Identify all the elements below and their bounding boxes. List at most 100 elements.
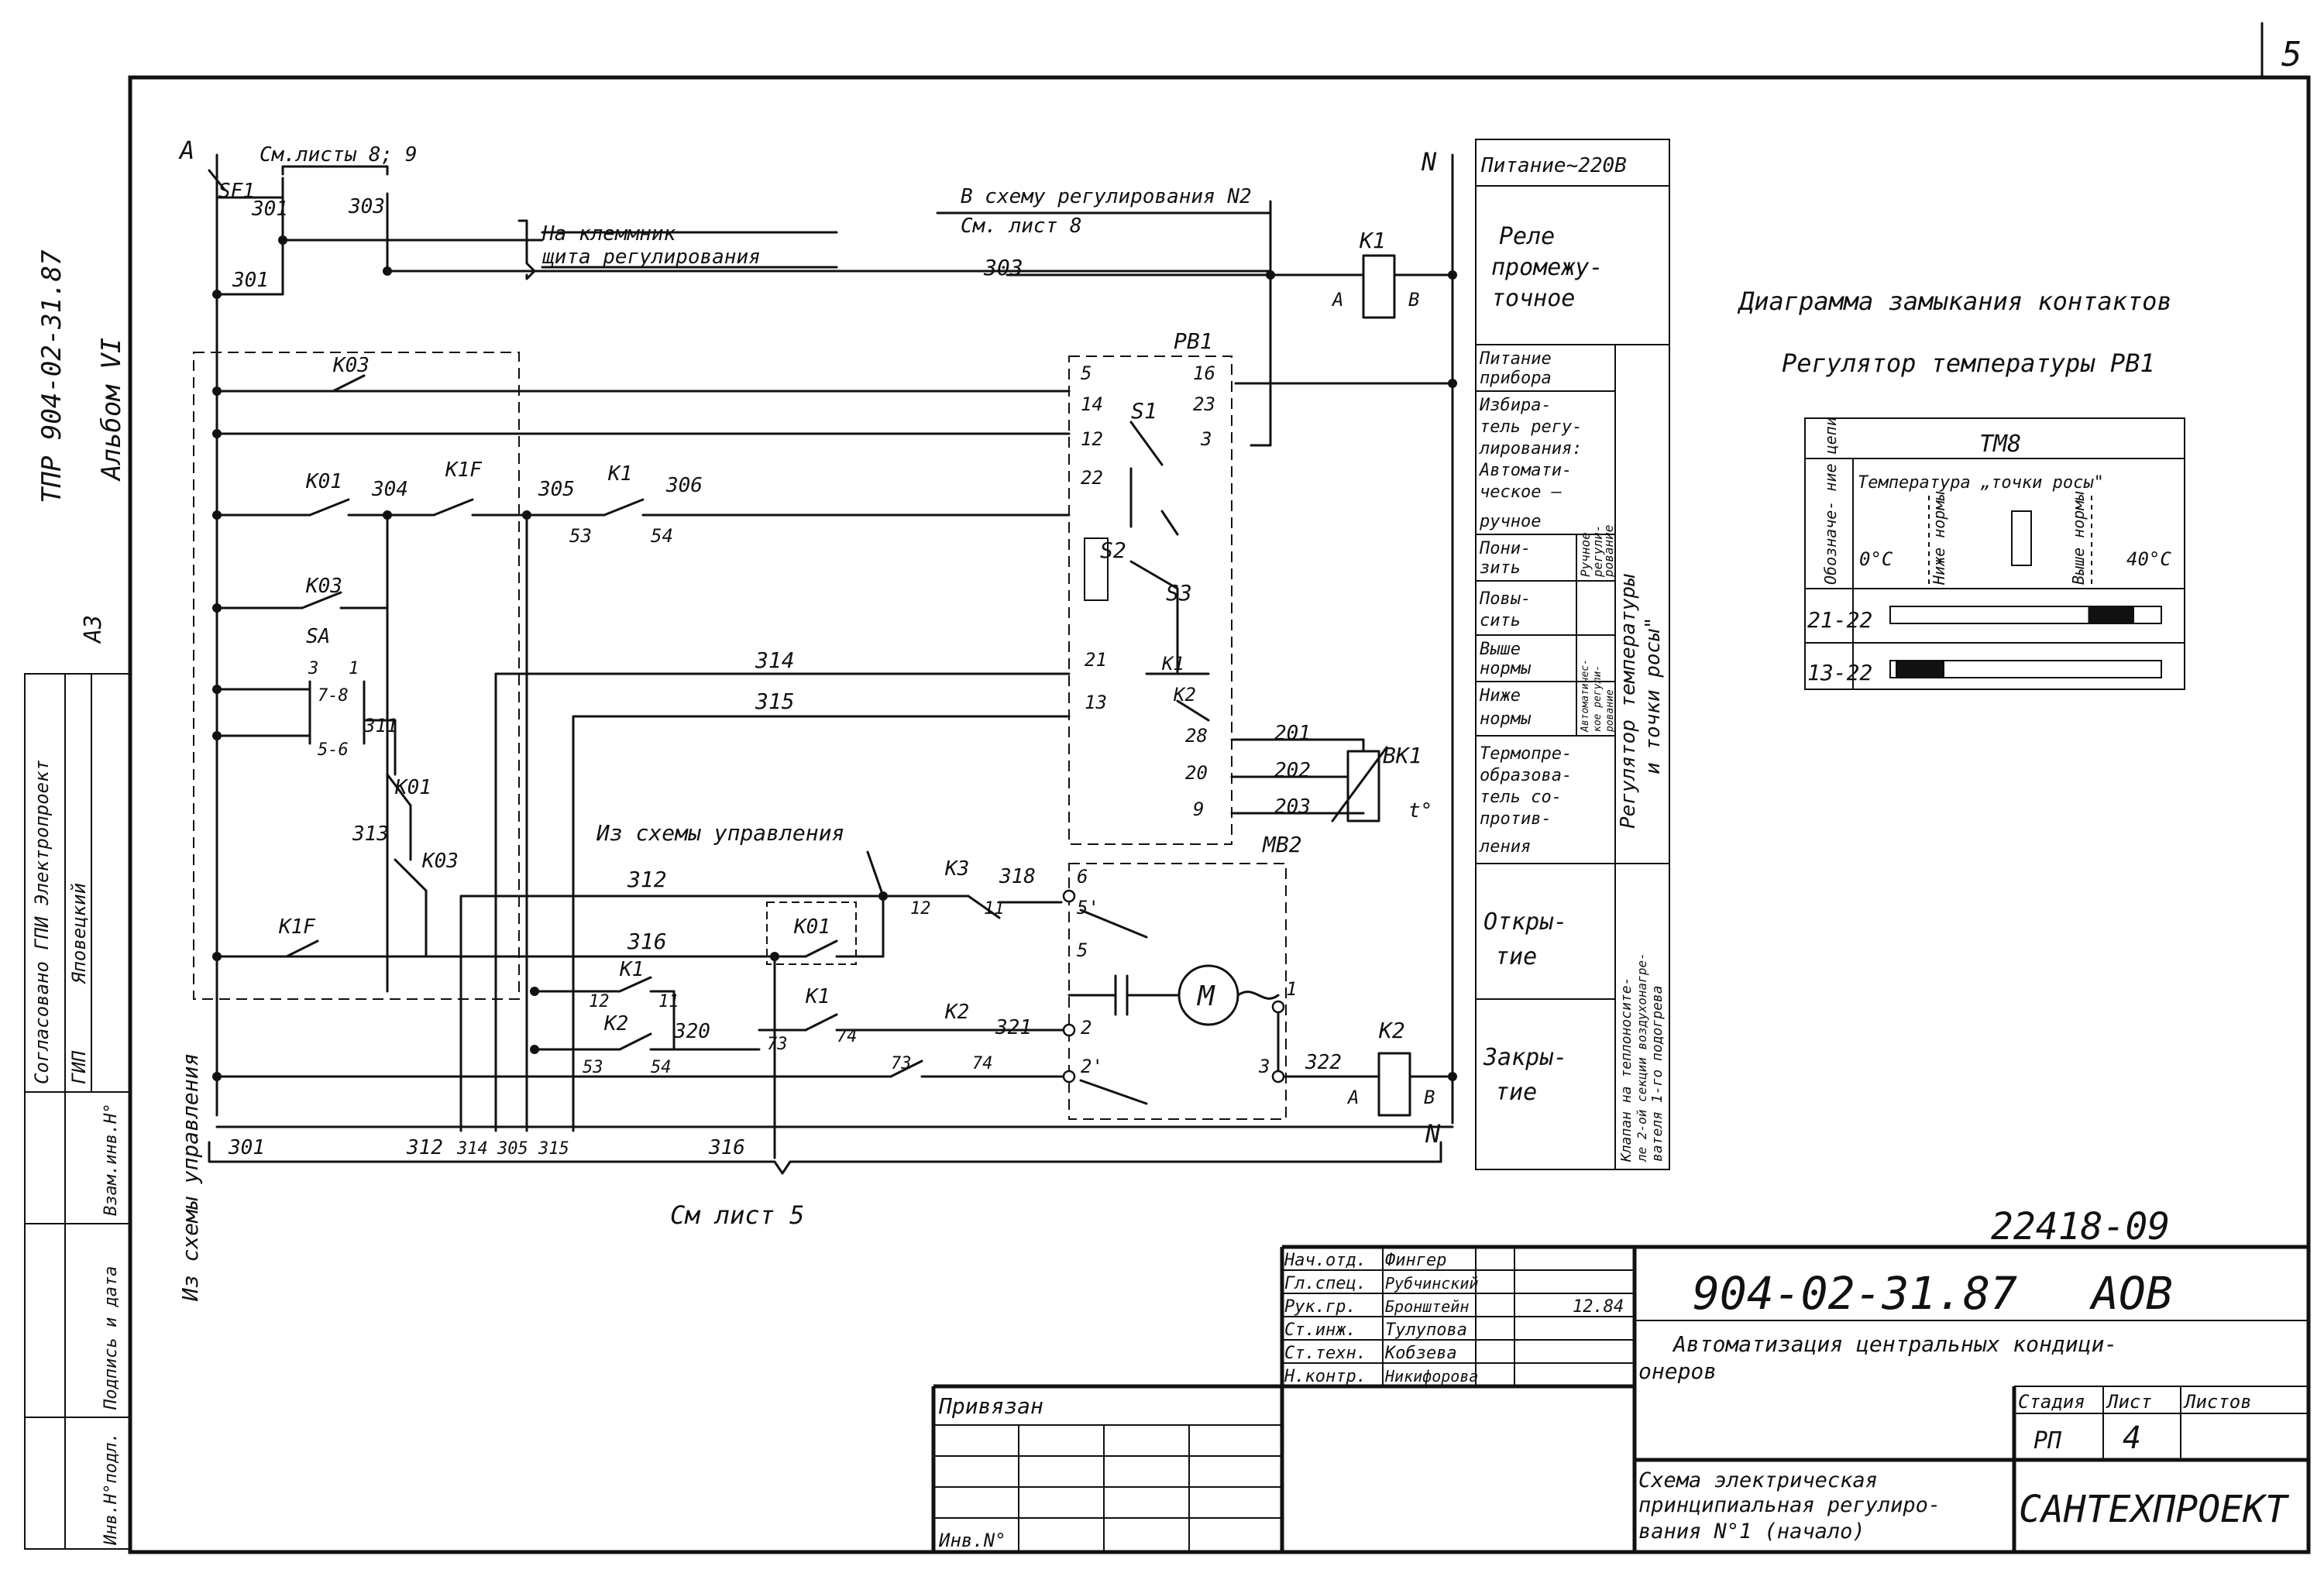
contact-diagram-text: ТМ8 Температура „точки росы" Обозначе- н…	[1807, 417, 2171, 685]
pb-pin-5: 5	[1081, 362, 1092, 384]
k2-coil: K2	[1378, 1018, 1405, 1043]
legend-device-power-2: прибора	[1480, 369, 1552, 388]
legend-selector-2: тель регу-	[1480, 417, 1582, 437]
name-6: Никифорова	[1384, 1367, 1478, 1386]
pb-pin-9: 9	[1193, 798, 1204, 820]
wire-322: 322	[1305, 1051, 1342, 1074]
bus-305: 305	[497, 1139, 528, 1159]
diagram-above: Выше нормы	[2069, 491, 2088, 585]
legend-group-valve-2: ле 2-ой секции воздухонагре-	[1635, 953, 1649, 1162]
legend-auto-1: Автоматичес-	[1580, 659, 1591, 733]
contact-track-2	[1889, 660, 2162, 678]
legend-auto-3: рование	[1604, 689, 1616, 733]
k03-contact-3: K03	[421, 850, 459, 873]
k03-contact-1: K03	[332, 354, 370, 377]
neutral-bottom: N	[1425, 1119, 1441, 1149]
mb-pin-1: 1	[1286, 978, 1297, 1000]
sa-pin-3: 3	[308, 659, 318, 678]
pb-pin-14: 14	[1081, 393, 1103, 415]
wire-301b: 301	[232, 269, 269, 292]
approval-title: Согласовано ГПИ Электропроект	[31, 760, 53, 1084]
diagram-subtitle: Регулятор температуры PB1	[1782, 349, 2155, 378]
pin-74b: 74	[972, 1054, 993, 1073]
legend-selector-3: лирования:	[1479, 439, 1582, 458]
pb-pin-23: 23	[1193, 393, 1215, 415]
legend-selector-1: Избира-	[1479, 396, 1552, 415]
sheet-title-2: принципиальная регулиро-	[1638, 1493, 1941, 1517]
bus-301: 301	[228, 1136, 265, 1159]
stage-value: РП	[2033, 1427, 2062, 1454]
k1-contact-2: K1	[619, 958, 644, 981]
to-scheme-1: В схему регулирования N2	[961, 185, 1252, 208]
from-control: Из схемы управления	[596, 820, 844, 846]
doc-title-2: онеров	[1638, 1358, 1717, 1384]
pb-pin-21: 21	[1085, 649, 1107, 671]
pin-12: 12	[910, 899, 931, 919]
pin-53b: 53	[583, 1058, 603, 1077]
mb-pin-6: 6	[1077, 866, 1088, 888]
inv-label: Инв.N°	[938, 1530, 1006, 1551]
role-6: Н.контр.	[1284, 1367, 1367, 1386]
doc-title-1: Автоматизация центральных кондици-	[1672, 1331, 2117, 1357]
pb-pin-28: 28	[1185, 725, 1208, 747]
wire-201: 201	[1274, 722, 1311, 745]
legend-group-valve-1: Клапан на теплоносите-	[1618, 977, 1635, 1162]
legend-selector-5: ческое —	[1480, 482, 1562, 502]
k2-contact-2: K2	[944, 1001, 969, 1024]
terminal-labels: A N N SF1 См.листы 8; 9 На клеммник щита…	[177, 136, 1441, 1302]
sa-switch: SA	[306, 625, 330, 648]
sheets-label: Листов	[2183, 1391, 2252, 1413]
contact-closed-bar-2	[1896, 661, 1944, 678]
legend-group-regulator-2: и точки росы"	[1642, 617, 1665, 775]
legend-thermo-5: ления	[1479, 837, 1531, 857]
page-number: 5	[2281, 35, 2302, 74]
doc-mark: АОВ	[2089, 1267, 2173, 1320]
pb-pin-13: 13	[1085, 692, 1107, 713]
pb1-internals	[1084, 421, 1388, 822]
pin-74a: 74	[837, 1027, 858, 1046]
dashed-boundaries	[193, 352, 1287, 1120]
legend-above-1: Выше	[1480, 640, 1521, 659]
legend-raise-1: Повы-	[1479, 589, 1531, 609]
k03-contact-2: K03	[305, 575, 342, 598]
legend-selector-6: ручное	[1479, 512, 1541, 531]
legend-open-1: Откры-	[1483, 908, 1567, 936]
k2-internal: K2	[1173, 684, 1196, 706]
k1-internal: K1	[1161, 653, 1184, 675]
k1-contact-1: K1	[607, 462, 632, 486]
pin-12b: 12	[589, 992, 610, 1011]
legend-texts: Питание~220В Реле промежу- точное Питани…	[1478, 154, 1666, 1162]
sa-pin-1: 1	[349, 659, 359, 678]
bus-315: 315	[538, 1139, 569, 1159]
pb-pin-22: 22	[1081, 467, 1103, 489]
legend-manual-1: Ручное	[1578, 532, 1593, 577]
legend-relay-1: Реле	[1499, 223, 1555, 250]
see-sheet: См лист 5	[670, 1200, 804, 1230]
pb-pin-16: 16	[1193, 362, 1215, 384]
wire-202: 202	[1274, 759, 1311, 782]
diagram-circuit-1: 21-22	[1807, 607, 1872, 633]
wire-303a: 303	[348, 195, 385, 218]
stamp-inv: Инв.Н°подл.	[101, 1432, 121, 1546]
wiring	[208, 153, 1454, 1175]
album-label: Альбом VI	[96, 338, 127, 482]
wire-316: 316	[627, 929, 667, 954]
bk1-temp: t°	[1408, 799, 1432, 822]
device-labels: K1 A B K2 A B K03 K03 K03 K01 K01 K01 K1…	[278, 228, 1435, 1108]
bus-312: 312	[406, 1136, 443, 1159]
mb2-label: MB2	[1262, 832, 1302, 857]
wire-203: 203	[1274, 795, 1311, 819]
s2-label: S2	[1100, 537, 1126, 563]
diagram-col-header: Обозначе- ние цепи	[1821, 417, 1840, 585]
pb-pin-20: 20	[1185, 762, 1208, 784]
stamp-sign: Подпись и дата	[101, 1266, 121, 1410]
album-code: ТПР 904-02-31.87	[36, 249, 67, 503]
approval-gip: ГИП	[68, 1050, 90, 1084]
wire-312: 312	[627, 867, 667, 892]
wire-314: 314	[755, 647, 795, 673]
mb-pin-2: 2	[1081, 1017, 1092, 1039]
title-block-text: 22418-09 904-02-31.87 АОВ Автоматизация …	[938, 1205, 2290, 1551]
wire-301a: 301	[251, 197, 288, 221]
contact-bars	[1889, 606, 2162, 678]
